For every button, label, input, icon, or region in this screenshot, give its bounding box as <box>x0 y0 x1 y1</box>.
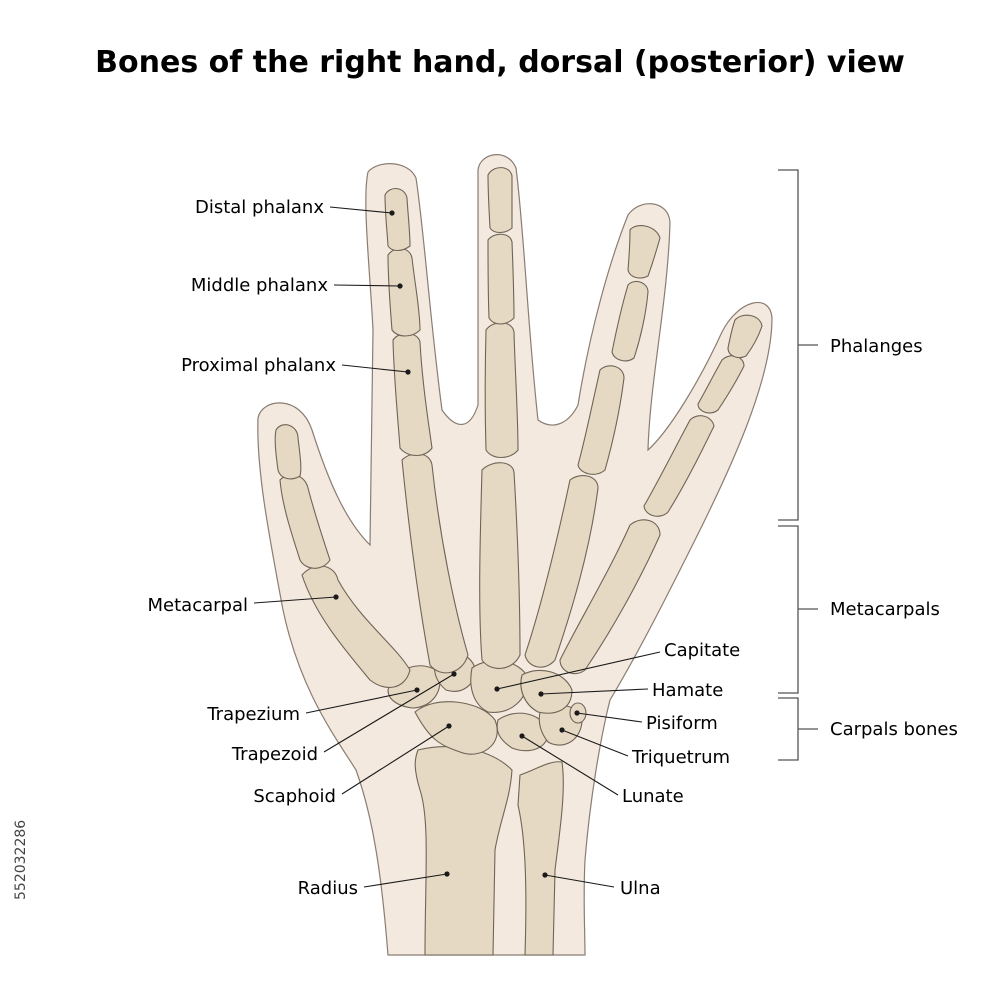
leader-dot-metacarpal <box>333 594 339 600</box>
metacarpals-bracket <box>778 525 818 694</box>
leader-dot-radius <box>444 871 450 877</box>
label-trapezoid: Trapezoid <box>231 744 318 765</box>
index-metacarpal <box>401 453 469 674</box>
label-scaphoid: Scaphoid <box>253 786 336 807</box>
leader-dot-hamate <box>538 691 544 697</box>
carpals-bracket <box>778 697 818 761</box>
label-middle-phalanx: Middle phalanx <box>191 275 328 296</box>
middle-distal-phalanx <box>487 167 513 234</box>
leader-dot-pisiform <box>574 710 580 716</box>
group-label-carpals: Carpals bones <box>830 719 958 740</box>
leader-dot-ulna <box>542 872 548 878</box>
label-radius: Radius <box>298 878 358 899</box>
leader-dot-distal-phalanx <box>389 210 395 216</box>
stock-id: 552032286 <box>13 820 29 900</box>
leader-middle-phalanx <box>333 284 401 287</box>
leader-lunate <box>521 735 619 796</box>
ring-middle-phalanx <box>611 280 649 362</box>
index-proximal-phalanx <box>392 332 433 457</box>
middle-proximal-phalanx <box>484 322 519 459</box>
label-proximal-phalanx: Proximal phalanx <box>181 355 336 376</box>
leader-trapezoid <box>323 673 455 753</box>
leader-radius <box>363 873 448 888</box>
middle-middle-phalanx <box>487 233 515 325</box>
leader-ulna <box>544 874 615 888</box>
index-middle-phalanx <box>387 248 421 337</box>
leader-dot-middle-phalanx <box>397 283 403 289</box>
ulna-bone <box>517 761 564 956</box>
group-label-metacarpals: Metacarpals <box>830 599 940 620</box>
index-distal-phalanx <box>384 188 411 252</box>
label-triquetrum: Triquetrum <box>631 747 730 768</box>
leader-dot-trapezium <box>414 687 420 693</box>
little-distal-phalanx <box>727 314 763 359</box>
label-capitate: Capitate <box>664 640 740 661</box>
radius-bone <box>414 746 513 956</box>
group-label-phalanges: Phalanges <box>830 336 923 357</box>
ring-proximal-phalanx <box>577 365 625 475</box>
leader-capitate <box>496 651 661 690</box>
label-pisiform: Pisiform <box>646 713 718 734</box>
label-lunate: Lunate <box>622 786 684 807</box>
label-distal-phalanx: Distal phalanx <box>195 197 324 218</box>
leader-proximal-phalanx <box>341 364 409 373</box>
leader-hamate <box>540 688 649 695</box>
leader-distal-phalanx <box>329 206 393 214</box>
little-proximal-phalanx <box>643 415 715 517</box>
leader-triquetrum <box>561 729 629 757</box>
label-metacarpal: Metacarpal <box>148 595 248 616</box>
thumb-distal-phalanx <box>274 424 302 480</box>
phalanges-bracket <box>778 169 818 521</box>
leader-dot-capitate <box>494 686 500 692</box>
leader-dot-proximal-phalanx <box>405 369 411 375</box>
leader-metacarpal <box>253 596 337 604</box>
thumb-metacarpal <box>301 565 411 688</box>
leader-dot-lunate <box>519 733 525 739</box>
ring-metacarpal <box>524 475 599 668</box>
label-hamate: Hamate <box>652 680 723 701</box>
little-metacarpal <box>559 519 661 675</box>
leader-dot-scaphoid <box>446 723 452 729</box>
label-ulna: Ulna <box>620 878 661 899</box>
leader-pisiform <box>576 712 643 723</box>
thumb-proximal-phalanx <box>279 474 331 569</box>
little-middle-phalanx <box>697 355 745 414</box>
middle-metacarpal <box>479 462 521 669</box>
scaphoid-bone <box>414 701 498 755</box>
leader-dot-trapezoid <box>451 671 457 677</box>
diagram-title: Bones of the right hand, dorsal (posteri… <box>95 45 905 80</box>
ring-distal-phalanx <box>627 225 661 279</box>
leader-dot-triquetrum <box>559 727 565 733</box>
label-trapezium: Trapezium <box>206 704 300 725</box>
leader-scaphoid <box>341 725 450 795</box>
leader-trapezium <box>305 689 418 714</box>
